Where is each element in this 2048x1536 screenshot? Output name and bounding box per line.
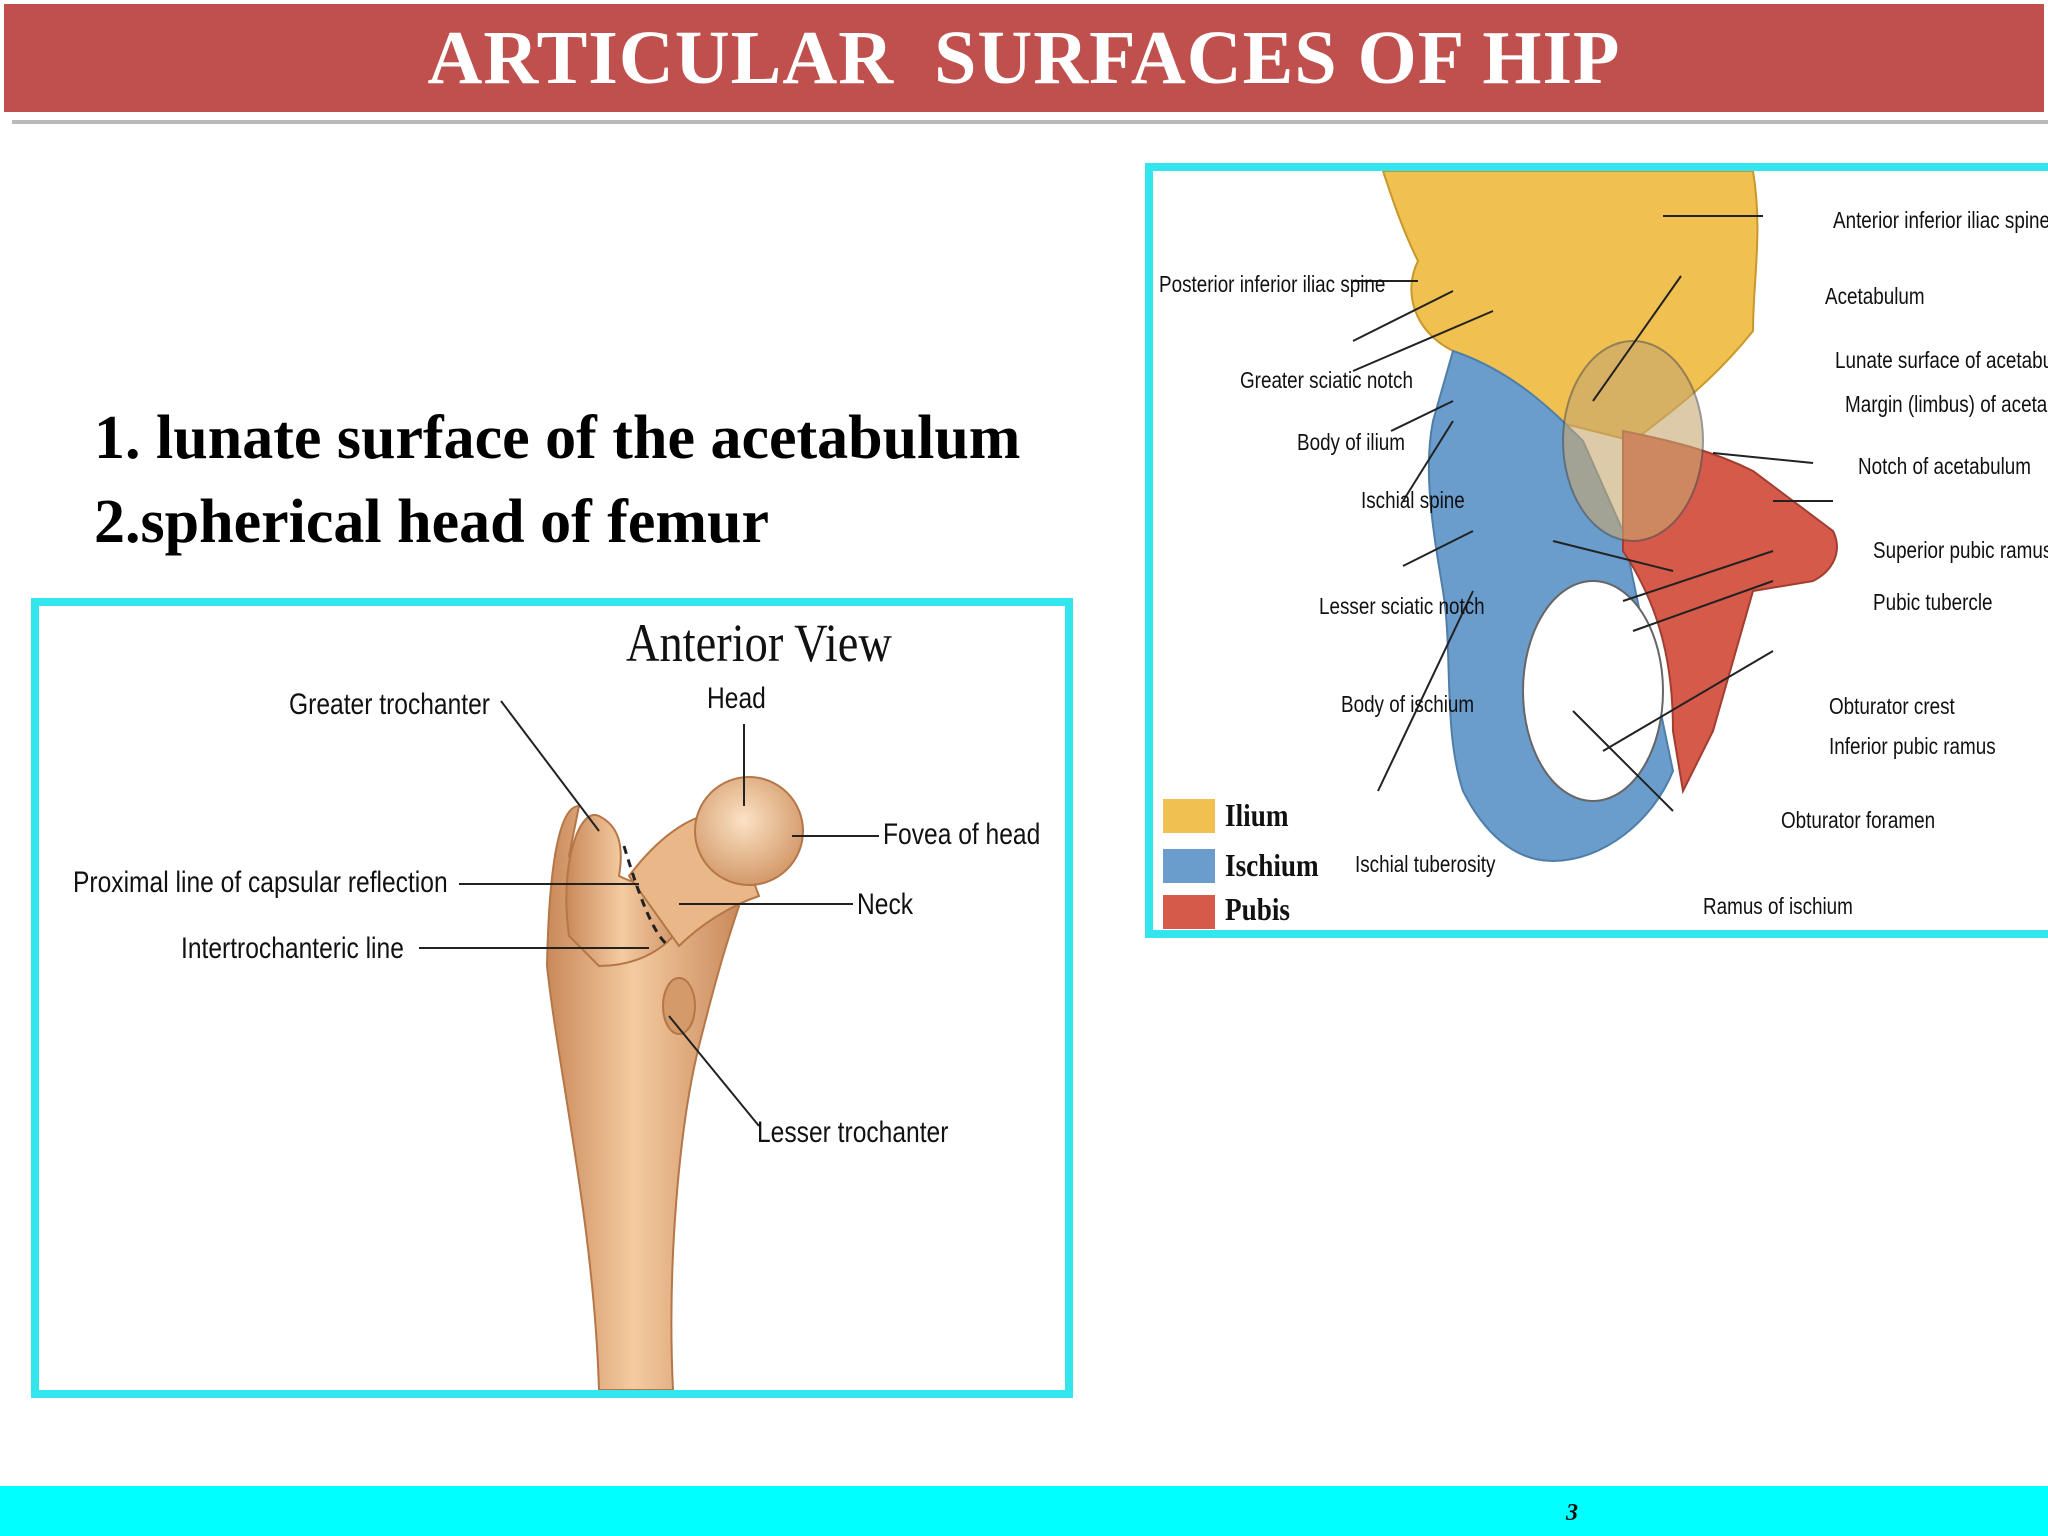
- label-proximal-line: Proximal line of capsular reflection: [73, 866, 448, 899]
- label-greater-trochanter: Greater trochanter: [289, 688, 491, 721]
- femur-illustration: [419, 700, 879, 1390]
- label-pubic-tubercle: Pubic tubercle: [1873, 589, 1993, 615]
- label-neck: Neck: [857, 888, 914, 921]
- label-body-ilium: Body of ilium: [1297, 429, 1405, 455]
- label-superior-pubic-ramus: Superior pubic ramus: [1873, 537, 2048, 563]
- title-divider: [12, 120, 2048, 124]
- bullet-item-2: 2.spherical head of femur: [94, 488, 770, 556]
- footer-bar: [0, 1486, 2048, 1536]
- leader-inferior-pubic: [1632, 580, 1774, 632]
- label-obturator-foramen: Obturator foramen: [1781, 807, 1936, 833]
- leader-body-ilium: [1352, 310, 1494, 372]
- greater-trochanter-shape: [565, 813, 691, 968]
- lesser-trochanter-shape: [662, 977, 696, 1035]
- hip-bone-illustration: [1352, 171, 1838, 863]
- label-intertrochanteric-line: Intertrochanteric line: [181, 932, 404, 965]
- leader-greater-sciatic: [1352, 290, 1454, 342]
- legend-swatch-pubis: [1163, 895, 1215, 929]
- leader-body-ischium: [1402, 530, 1474, 567]
- legend-label-ilium: Ilium: [1225, 797, 1289, 833]
- hip-bone-figure: Anterior inferior iliac spine Posterior …: [1145, 163, 2048, 938]
- leader-notch-acetabulum: [1552, 540, 1674, 572]
- leader-obturator-crest: [1622, 550, 1774, 602]
- leader-ramus-ischium: [1572, 710, 1674, 812]
- label-ischial-tuberosity: Ischial tuberosity: [1355, 851, 1496, 877]
- legend-label-ischium: Ischium: [1225, 847, 1319, 883]
- label-body-ischium: Body of ischium: [1341, 691, 1475, 717]
- label-greater-sciatic-notch: Greater sciatic notch: [1240, 367, 1413, 393]
- bullet-list: 1. lunate surface of the acetabulum 2.sp…: [94, 396, 1020, 564]
- label-ramus-ischium: Ramus of ischium: [1703, 893, 1853, 919]
- label-ischial-spine: Ischial spine: [1361, 487, 1465, 513]
- legend-label-pubis: Pubis: [1225, 891, 1291, 927]
- label-fovea-of-head: Fovea of head: [883, 818, 1041, 851]
- label-notch-acetabulum: Notch of acetabulum: [1858, 453, 2031, 479]
- femur-figure: Anterior View Greater trochanter Head Fo…: [31, 598, 1073, 1398]
- page-number: 3: [1566, 1500, 1578, 1526]
- leader-greater-trochanter: [500, 700, 600, 832]
- leader-lesser-sciatic: [1402, 420, 1454, 502]
- bullet-item-1: 1. lunate surface of the acetabulum: [94, 404, 1021, 472]
- label-inferior-pubic-ramus: Inferior pubic ramus: [1829, 733, 1996, 759]
- leader-ischial-spine: [1390, 400, 1454, 432]
- leader-superior-pubic: [1712, 452, 1814, 464]
- label-head: Head: [707, 682, 766, 715]
- label-lesser-sciatic-notch: Lesser sciatic notch: [1319, 593, 1485, 619]
- leader-ischial-tuberosity: [1377, 590, 1474, 792]
- label-margin-limbus: Margin (limbus) of acetabulum: [1845, 391, 2048, 417]
- leader-acetabulum: [1592, 275, 1682, 402]
- label-lunate-surface: Lunate surface of acetabulum: [1835, 347, 2048, 373]
- femur-head-shape: [694, 776, 804, 886]
- slide-title: ARTICULAR SURFACES OF HIP: [4, 4, 2044, 112]
- leader-lesser-trochanter: [668, 1015, 760, 1127]
- leader-obturator-foramen: [1602, 650, 1774, 752]
- legend-swatch-ilium: [1163, 799, 1215, 833]
- obturator-foramen-shape: [1522, 580, 1664, 802]
- legend-swatch-ischium: [1163, 849, 1215, 883]
- label-aiis: Anterior inferior iliac spine: [1833, 207, 2048, 233]
- label-obturator-crest: Obturator crest: [1829, 693, 1955, 719]
- capsular-line: [622, 845, 670, 948]
- label-piis: Posterior inferior iliac spine: [1159, 271, 1386, 297]
- label-lesser-trochanter: Lesser trochanter: [757, 1116, 949, 1149]
- acetabulum-shape: [1562, 340, 1704, 542]
- view-title: Anterior View: [626, 613, 892, 673]
- label-acetabulum: Acetabulum: [1825, 283, 1925, 309]
